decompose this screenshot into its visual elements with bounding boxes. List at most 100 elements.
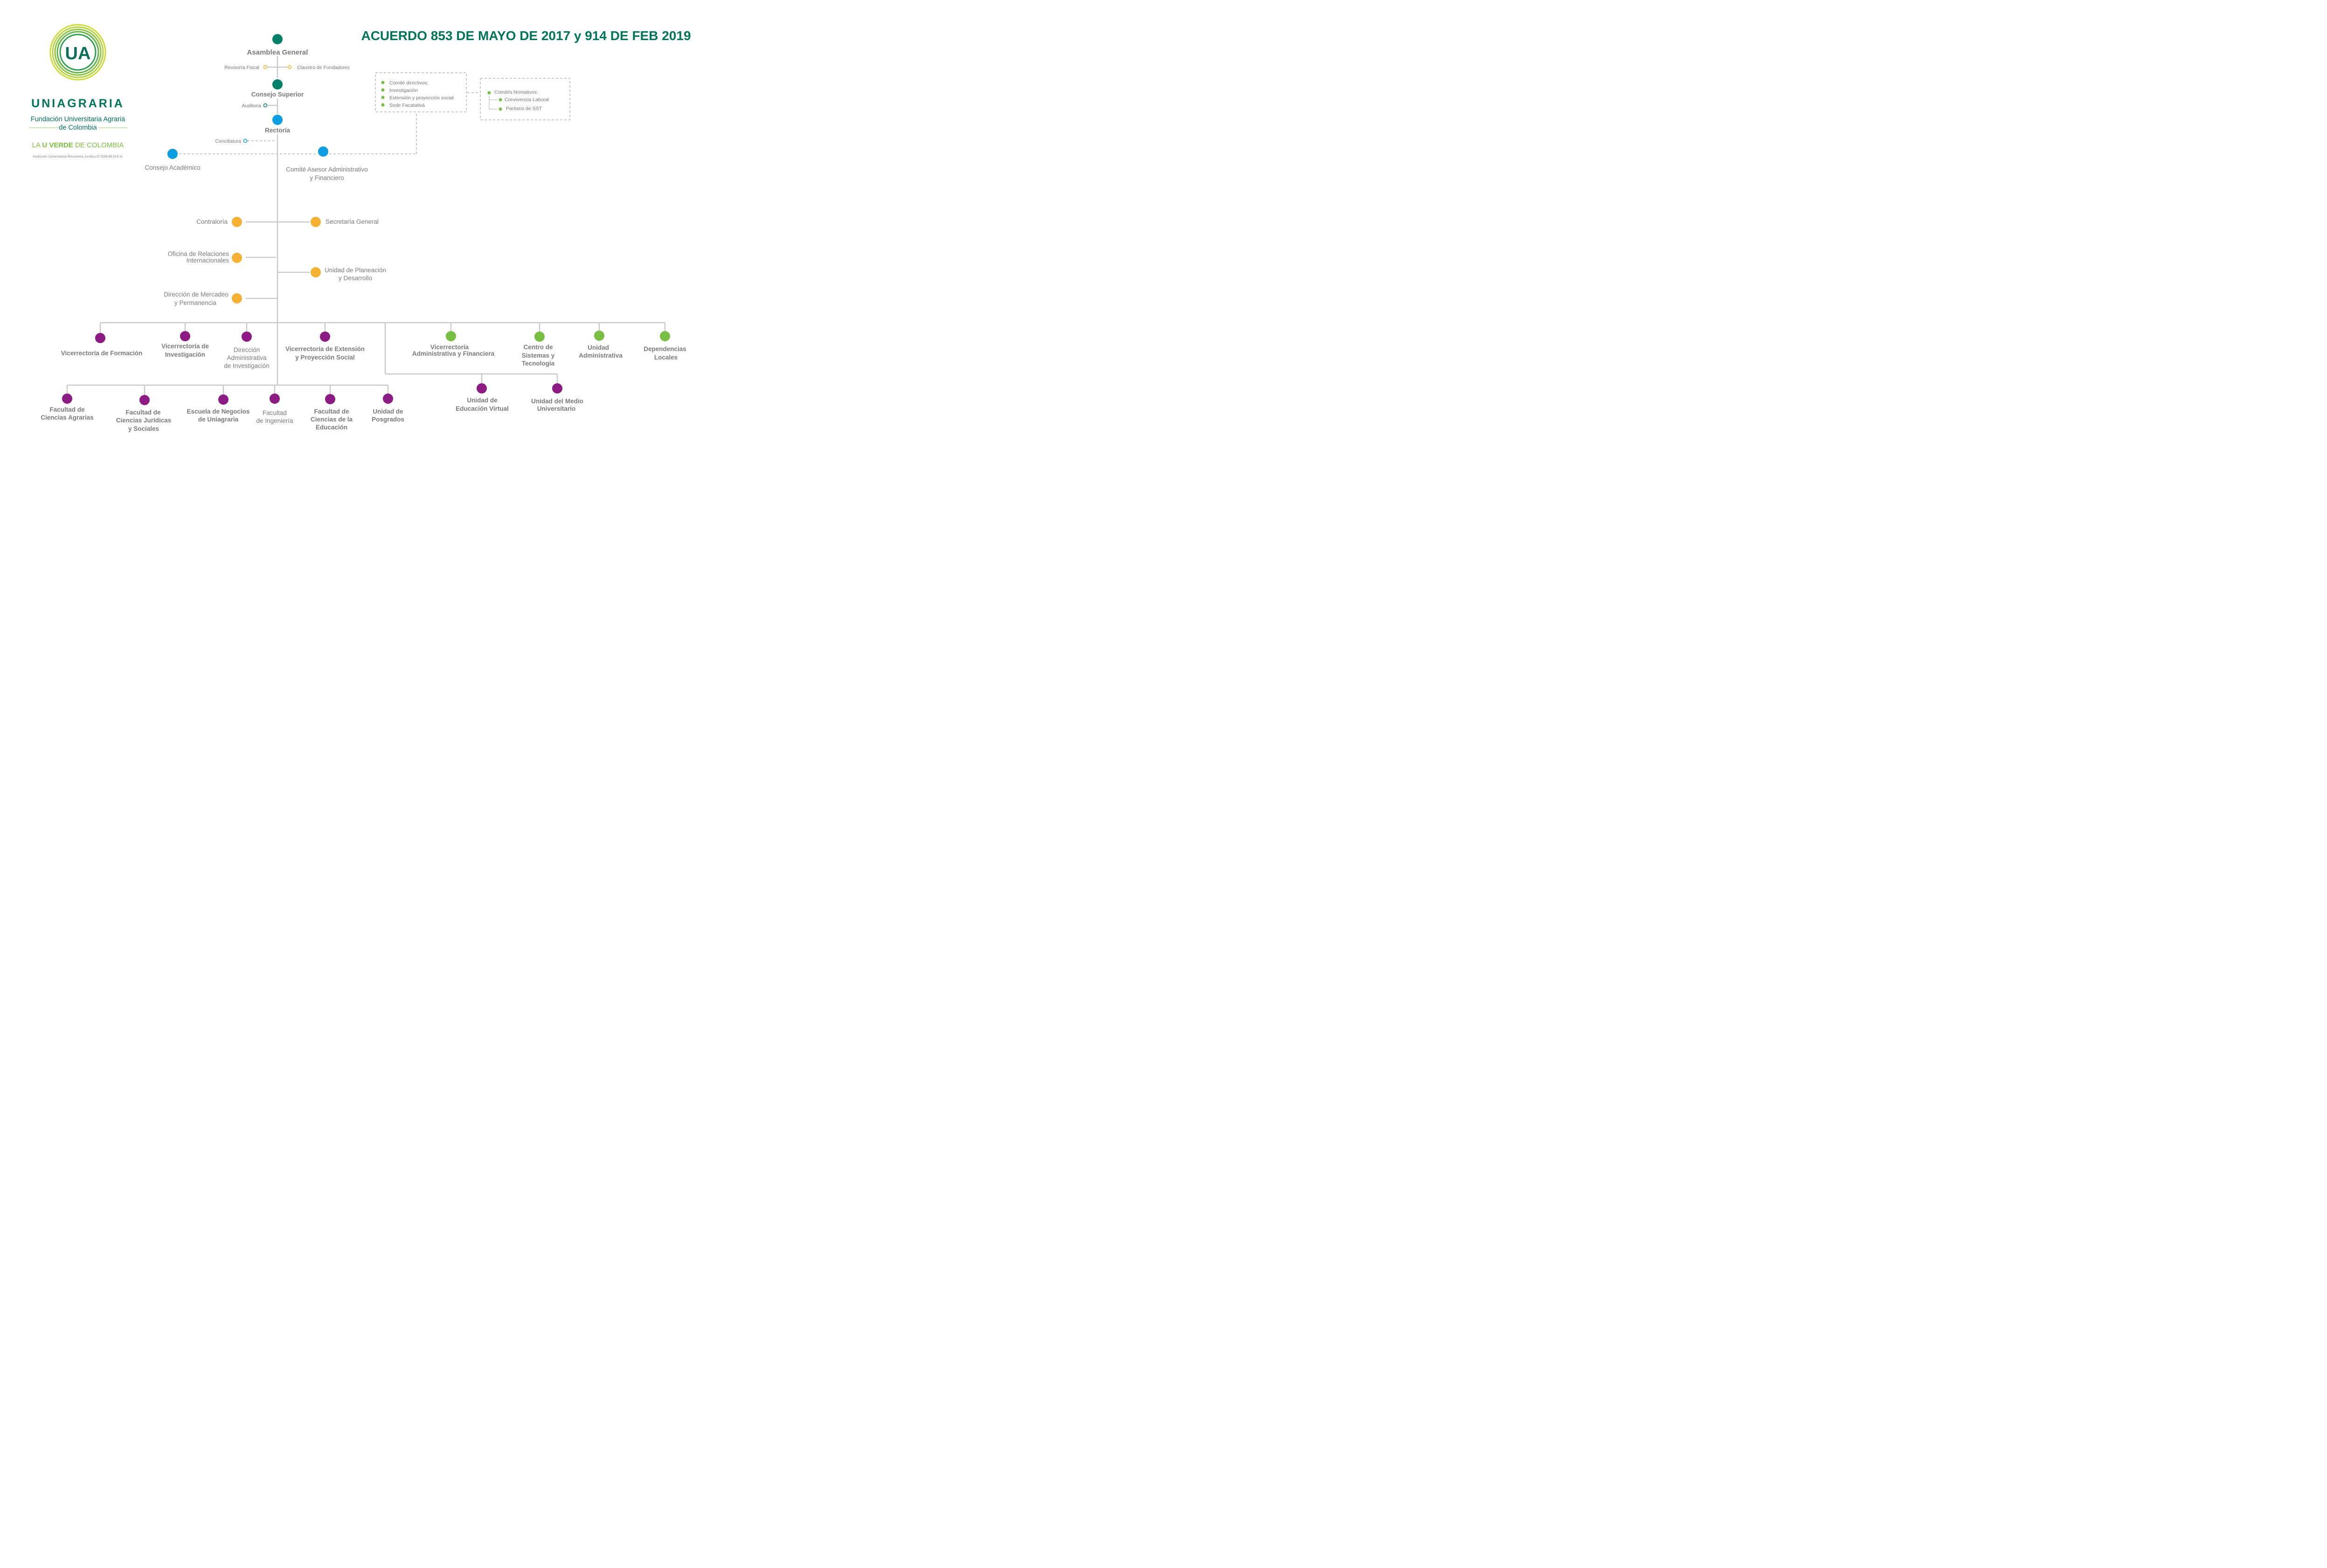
bullet-icon (487, 91, 491, 95)
contraloria-label: Contraloría (196, 218, 228, 225)
ori-label-line1: Oficina de Relaciones (168, 250, 229, 257)
vice-investigacion-node (180, 331, 190, 341)
auditoria-node (263, 103, 268, 108)
fac-educacion-label-line3: Educación (316, 424, 347, 431)
unidad-medio-label-line2: Universitario (537, 405, 576, 412)
vice-formacion-label: Vicerrectoría de Formación (61, 350, 143, 357)
bullet-icon (381, 96, 385, 99)
claustro-label: Claustro de Fundadores (297, 65, 350, 70)
unidad-administrativa-node (594, 331, 604, 341)
bullet-icon (381, 88, 385, 92)
unidad-posgrados-node (383, 394, 393, 404)
unidad-administrativa-label-line2: Administrativa (579, 352, 623, 359)
logo-initials: UA (65, 44, 91, 63)
vice-administrativa-node (446, 331, 456, 341)
committees-box (375, 72, 467, 112)
esc-negocios-label-line1: Escuela de Negocios (187, 408, 249, 415)
fac-juridicas-node (139, 395, 150, 405)
committee-item: Sede Facatativá (389, 103, 425, 108)
consejo-academico-node (167, 149, 178, 159)
conciliatura-label: Conciliatura (215, 138, 242, 144)
consejo-superior-label: Consejo Superior (251, 91, 304, 98)
vice-investigacion-label-line1: Vicerrectoría de (161, 343, 209, 350)
unidad-medio-node (552, 383, 562, 394)
secretaria-label: Secretaría General (326, 218, 379, 225)
fac-educacion-label-line2: Ciencias de la (311, 416, 353, 423)
esc-negocios-label-line2: de Uniagraria (198, 416, 239, 423)
dir-investigacion-label-line2: Administrativa (227, 354, 267, 361)
fac-juridicas-label-line3: y Sociales (128, 425, 159, 432)
unidad-posgrados-label-line2: Posgrados (372, 416, 404, 423)
unidad-virtual-label-line1: Unidad de (467, 397, 498, 404)
dependencias-locales-node (660, 331, 670, 341)
secretaria-node (311, 217, 321, 227)
vice-extension-label-line1: Vicerrectoría de Extensión (285, 345, 365, 352)
contraloria-node (232, 217, 242, 227)
rectoria-label: Rectoría (265, 127, 291, 134)
committee-item: Extensión y proyección social (389, 95, 454, 101)
fac-ingenieria-label-line2: de Ingeniería (256, 417, 293, 424)
fac-agrarias-node (62, 394, 72, 404)
asamblea-label: Asamblea General (247, 48, 308, 56)
planeacion-label-line1: Unidad de Planeación (325, 267, 386, 274)
committee-item: Investigación (389, 88, 418, 93)
unidad-virtual-label-line2: Educación Virtual (456, 405, 509, 412)
centro-sistemas-label-line2: Sistemas y (522, 352, 555, 359)
dependencias-locales-label-line1: Dependencias (644, 345, 686, 352)
rectoria-node (272, 115, 283, 125)
vice-investigacion-label-line2: Investigación (165, 351, 205, 358)
consejo-superior-node (272, 79, 283, 90)
unidad-virtual-node (477, 383, 487, 394)
normative-committees-box (480, 78, 570, 120)
fac-educacion-node (325, 394, 335, 404)
planeacion-label-line2: y Desarrollo (339, 275, 372, 282)
unidad-medio-label-line1: Unidad del Medio (531, 398, 583, 405)
ori-label-line2: Internacionales (186, 257, 229, 264)
revisoria-node (263, 65, 268, 69)
planeacion-node (311, 267, 321, 277)
mercadeo-node (232, 293, 242, 304)
comite-asesor-label-line1: Comité Asesor Administrativo (286, 166, 368, 173)
normative-item: Paritario de SST (506, 106, 542, 111)
consejo-academico-label: Consejo Académico (145, 164, 200, 171)
comite-asesor-node (318, 146, 328, 157)
vice-extension-label-line2: y Proyección Social (295, 354, 355, 361)
fac-educacion-label-line1: Facultad de (314, 408, 349, 415)
brand-tagline: LA U VERDE DE COLOMBIA (32, 141, 124, 149)
brand-legal: Institución Universitaria Personería Jur… (33, 155, 123, 159)
mercadeo-label-line2: y Permanencia (174, 299, 217, 306)
committee-item: Comité directivos: (389, 80, 428, 86)
centro-sistemas-label-line1: Centro de (523, 344, 553, 351)
revisoria-label: Revisoría Fiscal (224, 65, 259, 70)
unidad-posgrados-label-line1: Unidad de (373, 408, 403, 415)
uniagraria-logo: UA (49, 24, 106, 81)
bullet-icon (381, 103, 385, 107)
dir-investigacion-node (242, 332, 252, 342)
dir-investigacion-label-line1: Dirección (234, 346, 260, 353)
fac-juridicas-label-line2: Ciencias Jurídicas (116, 417, 172, 424)
centro-sistemas-label-line3: Tecnología (522, 360, 555, 367)
comite-asesor-label-line2: y Financiero (310, 174, 344, 181)
bullet-icon (381, 81, 385, 84)
conciliatura-node (243, 138, 248, 143)
brand-subtitle-line2: de Colombia (59, 124, 97, 131)
fac-agrarias-label-line2: Ciencias Agrarias (41, 414, 94, 421)
claustro-node (287, 65, 292, 69)
dir-investigacion-label-line3: de Investigación (224, 362, 270, 369)
unidad-administrativa-label-line1: Unidad (588, 344, 609, 351)
normative-tree-lines (489, 96, 497, 110)
fac-ingenieria-label-line1: Facultad (263, 409, 287, 416)
vice-administrativa-label-line1: Vicerrectoría (430, 344, 469, 351)
asamblea-node (272, 34, 283, 44)
fac-juridicas-label-line1: Facultad de (125, 409, 161, 416)
page-title: ACUERDO 853 DE MAYO DE 2017 y 914 DE FEB… (361, 28, 691, 43)
vice-administrativa-label-line2: Administrativa y Financiera (412, 350, 495, 357)
brand-name: UNIAGRARIA (31, 97, 125, 110)
dependencias-locales-label-line2: Locales (654, 354, 678, 361)
normative-title: Comités Nomativos: (494, 90, 538, 95)
fac-ingenieria-node (270, 394, 280, 404)
ori-node (232, 253, 242, 263)
mercadeo-label-line1: Dirección de Mercadeo (164, 291, 229, 298)
org-chart-page: UA UNIAGRARIA Fundación Universitaria Ag… (0, 0, 727, 490)
bullet-icon (499, 107, 502, 111)
